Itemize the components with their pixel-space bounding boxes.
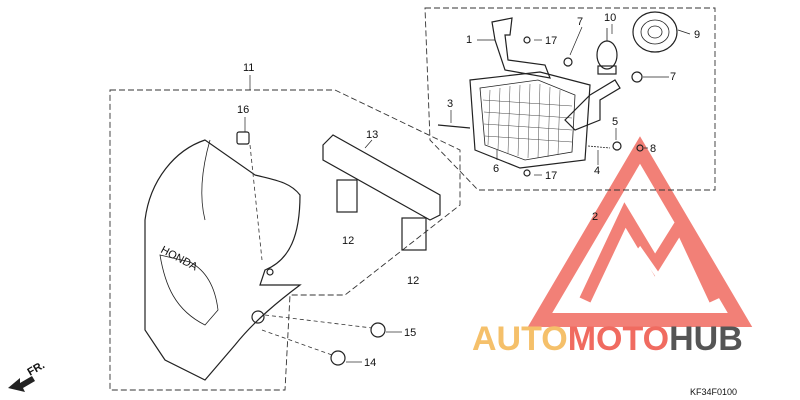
callout-1: 1 [466,34,472,46]
callout-13: 13 [366,129,378,141]
callout-8: 8 [650,143,656,155]
callout-5: 5 [612,116,618,128]
callout-7b: 7 [670,71,676,83]
callout-3: 3 [447,98,453,110]
callout-7a: 7 [577,16,583,28]
grommet [236,131,263,261]
rubber-seal-strip [322,134,441,221]
watermark-word-2: MOTO [568,320,669,358]
callout-12b: 12 [407,275,419,287]
cushion-a [336,179,358,213]
callout-14: 14 [364,357,376,369]
watermark-word-1: AUTO [472,320,568,358]
callout-9: 9 [694,29,700,41]
cowl-group-box [109,89,461,391]
callout-17a: 17 [545,35,557,47]
callout-15: 15 [404,327,416,339]
cushion-b [401,217,427,251]
callout-10: 10 [604,12,616,24]
socket-cover [632,11,678,53]
bulb [596,28,618,75]
callout-11: 11 [243,62,254,74]
headlight-cowl: HONDA [144,139,302,381]
figure-code: KF34F0100 [690,387,737,397]
bolts [261,314,386,366]
front-direction-label: FR. [26,359,47,378]
watermark-word-3: HUB [669,320,743,358]
side-stay [564,79,621,131]
leader-lines [244,24,691,363]
callout-4: 4 [594,165,600,177]
headlight-bracket [491,17,551,79]
callout-labels: 1 2 3 4 5 6 7 7 8 9 10 11 12 12 13 14 15… [237,12,700,369]
small-fasteners [437,36,644,177]
callout-16: 16 [237,104,249,116]
callout-17b: 17 [545,170,557,182]
cowl-brand-text: HONDA [159,244,200,274]
callout-2: 2 [592,211,598,223]
callout-6: 6 [493,163,499,175]
headlight-unit [469,71,591,169]
watermark-logo [527,136,753,327]
watermark-text: AUTOMOTOHUB [472,320,743,358]
callout-12a: 12 [342,235,354,247]
headlight-group-box [424,7,716,191]
front-direction-indicator: FR. [8,359,47,392]
